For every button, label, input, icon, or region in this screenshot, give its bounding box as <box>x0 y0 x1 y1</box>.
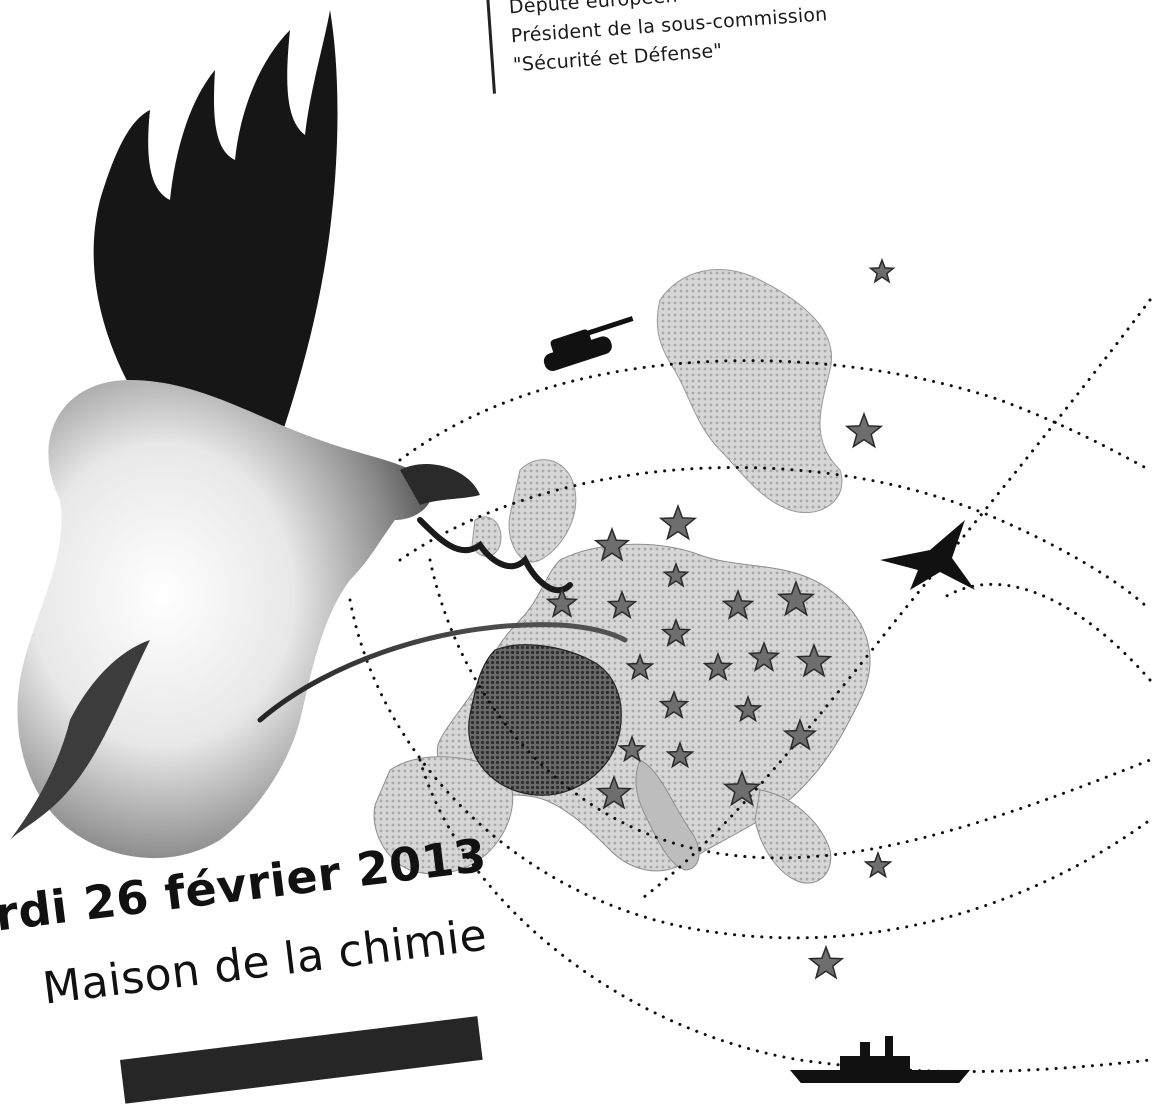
europe-map <box>373 269 871 884</box>
star-icon <box>721 588 755 620</box>
star-icon <box>868 257 896 284</box>
star-icon <box>782 717 818 751</box>
star-icon <box>776 579 816 617</box>
tank-icon <box>543 316 634 371</box>
dotted-orbit-lines <box>348 298 1152 1074</box>
star-icon <box>606 589 638 620</box>
star-icon <box>747 640 781 672</box>
star-icon <box>593 526 631 562</box>
star-icon <box>658 503 698 541</box>
star-icon <box>658 689 690 720</box>
star-icon <box>844 411 884 449</box>
eu-stars <box>545 257 896 980</box>
header-subcommittee: "Sécurité et Défense" <box>512 39 723 77</box>
star-icon <box>617 734 647 763</box>
olive-branch-icon <box>257 622 628 723</box>
star-icon <box>733 694 763 723</box>
star-icon <box>625 652 655 681</box>
star-icon <box>702 651 734 682</box>
fighter-jet-icon <box>880 520 975 590</box>
star-icon <box>545 586 579 618</box>
warship-icon <box>790 1036 970 1083</box>
star-icon <box>795 642 833 678</box>
star-icon <box>722 769 762 807</box>
star-icon <box>863 850 893 879</box>
star-icon <box>662 561 690 588</box>
star-icon <box>807 944 845 980</box>
star-icon <box>595 774 633 810</box>
star-icon <box>660 617 692 648</box>
dove-icon <box>10 10 573 859</box>
star-icon <box>665 740 695 769</box>
